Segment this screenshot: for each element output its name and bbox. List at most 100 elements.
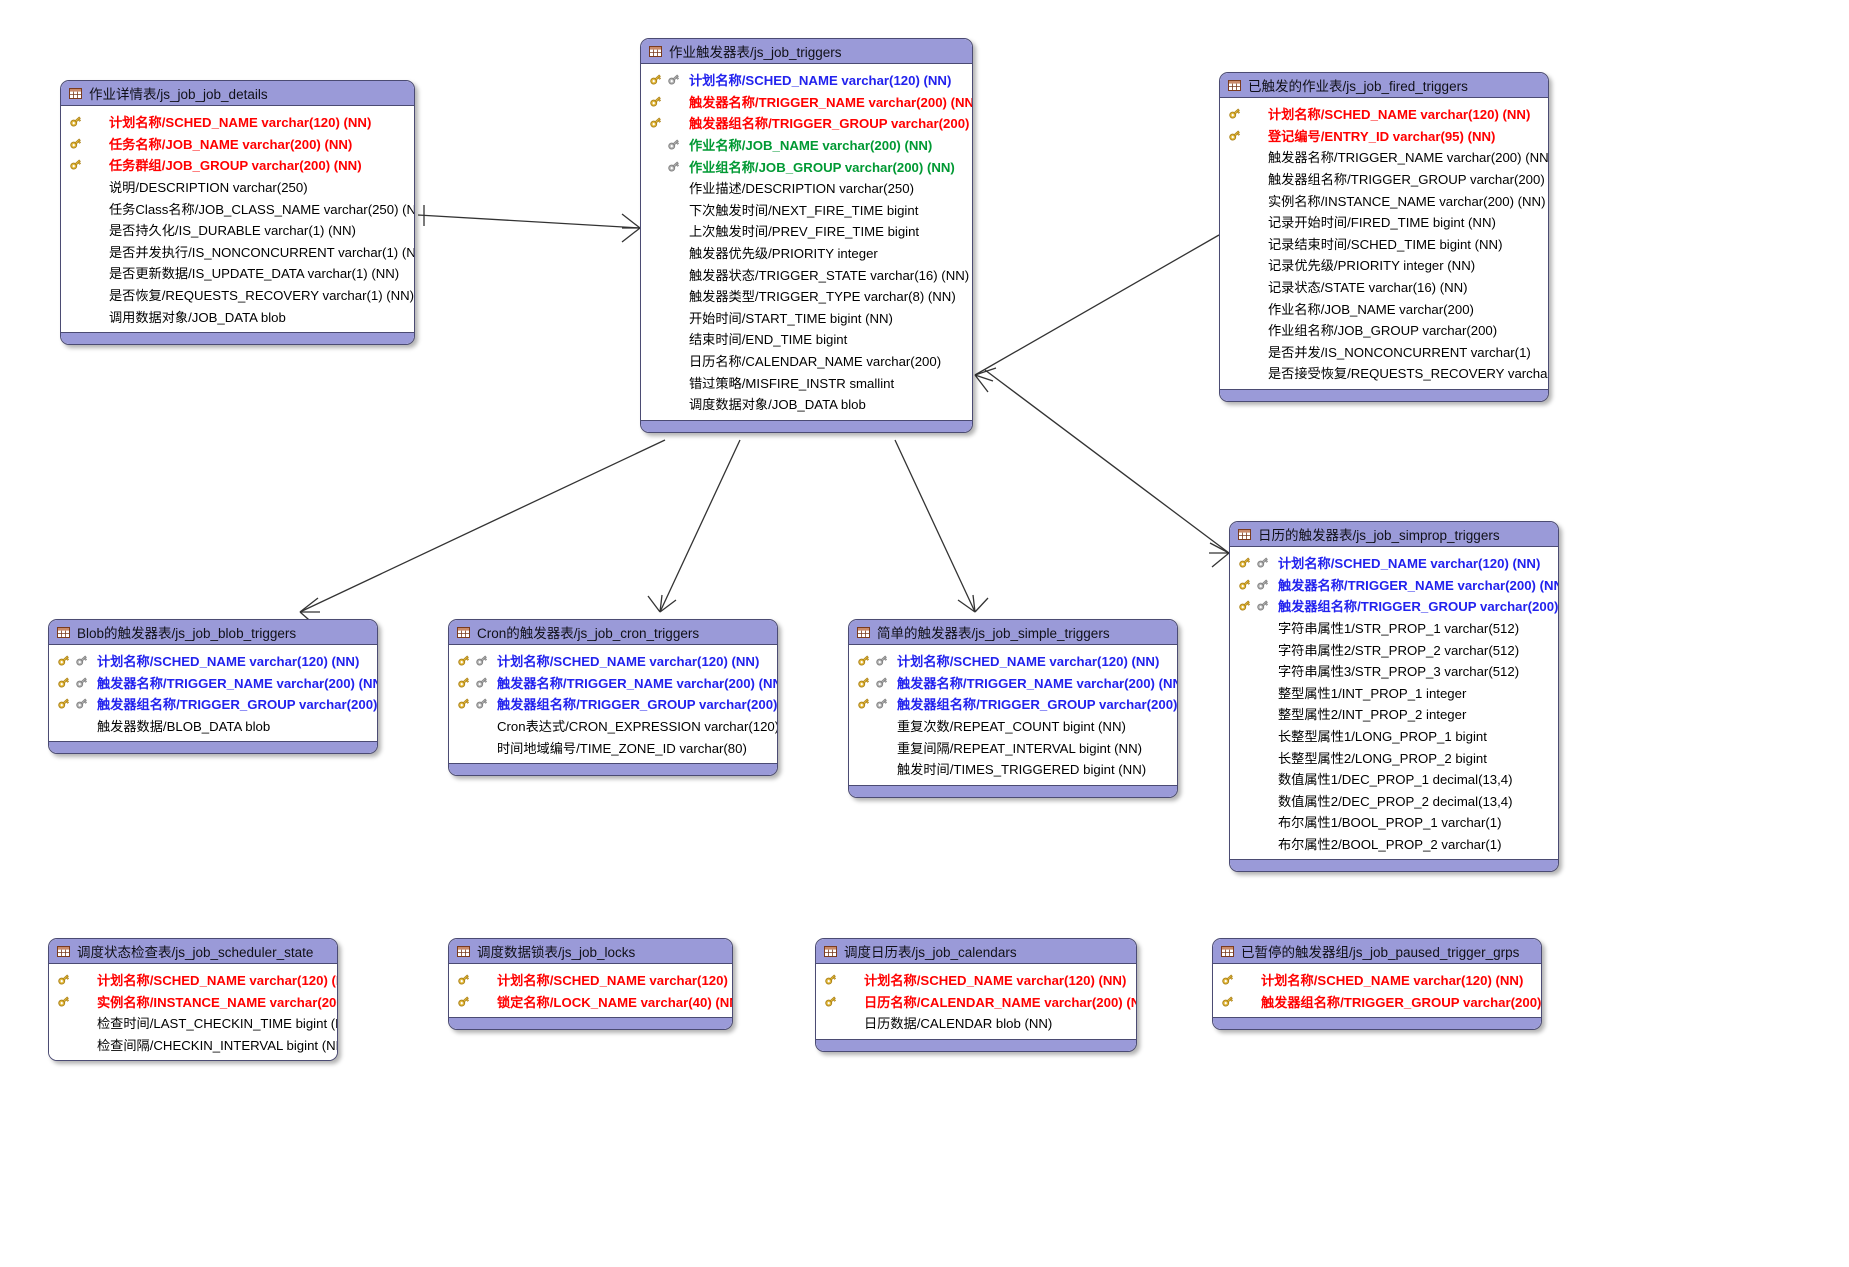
attribute-row[interactable]: 日历名称/CALENDAR_NAME varchar(200) (NN) bbox=[816, 991, 1136, 1013]
attribute-row[interactable]: 计划名称/SCHED_NAME varchar(120) (NN) bbox=[1220, 103, 1548, 125]
attribute-row[interactable]: 计划名称/SCHED_NAME varchar(120) (NN) bbox=[1213, 969, 1541, 991]
attribute-row[interactable]: 触发器组名称/TRIGGER_GROUP varchar(200) (NN) bbox=[849, 693, 1177, 715]
attribute-row[interactable]: 触发器组名称/TRIGGER_GROUP varchar(200) (NN) bbox=[641, 112, 972, 134]
entity-header-paused_trigger_grps[interactable]: 已暂停的触发器组/js_job_paused_trigger_grps bbox=[1213, 939, 1541, 964]
attribute-row[interactable]: 记录结束时间/SCHED_TIME bigint (NN) bbox=[1220, 233, 1548, 255]
attribute-row[interactable]: 布尔属性2/BOOL_PROP_2 varchar(1) bbox=[1230, 833, 1558, 855]
attribute-row[interactable]: 说明/DESCRIPTION varchar(250) bbox=[61, 176, 414, 198]
entity-job_triggers[interactable]: 作业触发器表/js_job_triggers 计划名称/SCHED_NAME va… bbox=[640, 38, 973, 433]
attribute-row[interactable]: 是否并发/IS_NONCONCURRENT varchar(1) bbox=[1220, 341, 1548, 363]
attribute-row[interactable]: 计划名称/SCHED_NAME varchar(120) (NN) bbox=[449, 969, 732, 991]
attribute-row[interactable]: 作业组名称/JOB_GROUP varchar(200) bbox=[1220, 319, 1548, 341]
attribute-row[interactable]: 作业名称/JOB_NAME varchar(200) bbox=[1220, 297, 1548, 319]
attribute-row[interactable]: 触发器名称/TRIGGER_NAME varchar(200) (NN) bbox=[49, 672, 377, 694]
attribute-row[interactable]: 日历名称/CALENDAR_NAME varchar(200) bbox=[641, 350, 972, 372]
attribute-row[interactable]: 数值属性2/DEC_PROP_2 decimal(13,4) bbox=[1230, 790, 1558, 812]
attribute-row[interactable]: 触发器优先级/PRIORITY integer bbox=[641, 242, 972, 264]
entity-simple_triggers[interactable]: 简单的触发器表/js_job_simple_triggers 计划名称/SCHED… bbox=[848, 619, 1178, 798]
attribute-row[interactable]: 下次触发时间/NEXT_FIRE_TIME bigint bbox=[641, 199, 972, 221]
attribute-row[interactable]: 触发器数据/BLOB_DATA blob bbox=[49, 715, 377, 737]
attribute-row[interactable]: 触发器组名称/TRIGGER_GROUP varchar(200) (NN) bbox=[1230, 595, 1558, 617]
attribute-row[interactable]: 字符串属性1/STR_PROP_1 varchar(512) bbox=[1230, 617, 1558, 639]
entity-header-simple_triggers[interactable]: 简单的触发器表/js_job_simple_triggers bbox=[849, 620, 1177, 645]
attribute-row[interactable]: 实例名称/INSTANCE_NAME varchar(200) (NN) bbox=[1220, 189, 1548, 211]
attribute-row[interactable]: 触发器组名称/TRIGGER_GROUP varchar(200) (NN) bbox=[1220, 168, 1548, 190]
attribute-row[interactable]: 字符串属性2/STR_PROP_2 varchar(512) bbox=[1230, 638, 1558, 660]
attribute-row[interactable]: 作业名称/JOB_NAME varchar(200) (NN) bbox=[641, 134, 972, 156]
entity-header-simprop_triggers[interactable]: 日历的触发器表/js_job_simprop_triggers bbox=[1230, 522, 1558, 547]
attribute-row[interactable]: 整型属性2/INT_PROP_2 integer bbox=[1230, 703, 1558, 725]
entity-job_details[interactable]: 作业详情表/js_job_job_details 计划名称/SCHED_NAME … bbox=[60, 80, 415, 345]
entity-blob_triggers[interactable]: Blob的触发器表/js_job_blob_triggers 计划名称/SCHED… bbox=[48, 619, 378, 755]
entity-paused_trigger_grps[interactable]: 已暂停的触发器组/js_job_paused_trigger_grps 计划名称/… bbox=[1212, 938, 1542, 1031]
attribute-row[interactable]: 数值属性1/DEC_PROP_1 decimal(13,4) bbox=[1230, 768, 1558, 790]
attribute-row[interactable]: 是否并发执行/IS_NONCONCURRENT varchar(1) (NN) bbox=[61, 241, 414, 263]
attribute-row[interactable]: 计划名称/SCHED_NAME varchar(120) (NN) bbox=[61, 111, 414, 133]
attribute-row[interactable]: 记录状态/STATE varchar(16) (NN) bbox=[1220, 276, 1548, 298]
attribute-row[interactable]: 触发器名称/TRIGGER_NAME varchar(200) (NN) bbox=[449, 672, 777, 694]
attribute-row[interactable]: 错过策略/MISFIRE_INSTR smallint bbox=[641, 371, 972, 393]
attribute-row[interactable]: 是否更新数据/IS_UPDATE_DATA varchar(1) (NN) bbox=[61, 262, 414, 284]
attribute-row[interactable]: 作业描述/DESCRIPTION varchar(250) bbox=[641, 177, 972, 199]
entity-scheduler_state[interactable]: 调度状态检查表/js_job_scheduler_state 计划名称/SCHED… bbox=[48, 938, 338, 1062]
attribute-row[interactable]: 触发时间/TIMES_TRIGGERED bigint (NN) bbox=[849, 758, 1177, 780]
attribute-row[interactable]: 上次触发时间/PREV_FIRE_TIME bigint bbox=[641, 220, 972, 242]
entity-header-fired_triggers[interactable]: 已触发的作业表/js_job_fired_triggers bbox=[1220, 73, 1548, 98]
attribute-row[interactable]: 是否持久化/IS_DURABLE varchar(1) (NN) bbox=[61, 219, 414, 241]
attribute-row[interactable]: 触发器名称/TRIGGER_NAME varchar(200) (NN) bbox=[1230, 574, 1558, 596]
attribute-row[interactable]: 触发器名称/TRIGGER_NAME varchar(200) (NN) bbox=[1220, 146, 1548, 168]
entity-header-scheduler_state[interactable]: 调度状态检查表/js_job_scheduler_state bbox=[49, 939, 337, 964]
attribute-row[interactable]: 记录开始时间/FIRED_TIME bigint (NN) bbox=[1220, 211, 1548, 233]
attribute-row[interactable]: 重复次数/REPEAT_COUNT bigint (NN) bbox=[849, 715, 1177, 737]
entity-header-cron_triggers[interactable]: Cron的触发器表/js_job_cron_triggers bbox=[449, 620, 777, 645]
entity-header-calendars[interactable]: 调度日历表/js_job_calendars bbox=[816, 939, 1136, 964]
attribute-row[interactable]: 计划名称/SCHED_NAME varchar(120) (NN) bbox=[49, 650, 377, 672]
attribute-row[interactable]: 整型属性1/INT_PROP_1 integer bbox=[1230, 682, 1558, 704]
attribute-row[interactable]: 计划名称/SCHED_NAME varchar(120) (NN) bbox=[816, 969, 1136, 991]
entity-simprop_triggers[interactable]: 日历的触发器表/js_job_simprop_triggers 计划名称/SCHE… bbox=[1229, 521, 1559, 873]
attribute-row[interactable]: 记录优先级/PRIORITY integer (NN) bbox=[1220, 254, 1548, 276]
attribute-row[interactable]: 任务群组/JOB_GROUP varchar(200) (NN) bbox=[61, 154, 414, 176]
attribute-row[interactable]: 触发器状态/TRIGGER_STATE varchar(16) (NN) bbox=[641, 263, 972, 285]
attribute-row[interactable]: 触发器组名称/TRIGGER_GROUP varchar(200) (NN) bbox=[1213, 991, 1541, 1013]
attribute-row[interactable]: 任务Class名称/JOB_CLASS_NAME varchar(250) (N… bbox=[61, 197, 414, 219]
attribute-row[interactable]: 调用数据对象/JOB_DATA blob bbox=[61, 305, 414, 327]
attribute-row[interactable]: 作业组名称/JOB_GROUP varchar(200) (NN) bbox=[641, 155, 972, 177]
attribute-row[interactable]: 计划名称/SCHED_NAME varchar(120) (NN) bbox=[849, 650, 1177, 672]
attribute-row[interactable]: 检查间隔/CHECKIN_INTERVAL bigint (NN) bbox=[49, 1034, 337, 1056]
attribute-row[interactable]: 触发器名称/TRIGGER_NAME varchar(200) (NN) bbox=[641, 91, 972, 113]
attribute-row[interactable]: 登记编号/ENTRY_ID varchar(95) (NN) bbox=[1220, 125, 1548, 147]
entity-calendars[interactable]: 调度日历表/js_job_calendars 计划名称/SCHED_NAME va… bbox=[815, 938, 1137, 1052]
attribute-row[interactable]: 长整型属性2/LONG_PROP_2 bigint bbox=[1230, 746, 1558, 768]
entity-header-job_details[interactable]: 作业详情表/js_job_job_details bbox=[61, 81, 414, 106]
attribute-row[interactable]: 布尔属性1/BOOL_PROP_1 varchar(1) bbox=[1230, 811, 1558, 833]
attribute-row[interactable]: 长整型属性1/LONG_PROP_1 bigint bbox=[1230, 725, 1558, 747]
entity-fired_triggers[interactable]: 已触发的作业表/js_job_fired_triggers 计划名称/SCHED_… bbox=[1219, 72, 1549, 402]
entity-cron_triggers[interactable]: Cron的触发器表/js_job_cron_triggers 计划名称/SCHED… bbox=[448, 619, 778, 776]
attribute-row[interactable]: 日历数据/CALENDAR blob (NN) bbox=[816, 1012, 1136, 1034]
attribute-row[interactable]: 计划名称/SCHED_NAME varchar(120) (NN) bbox=[449, 650, 777, 672]
entity-header-blob_triggers[interactable]: Blob的触发器表/js_job_blob_triggers bbox=[49, 620, 377, 645]
attribute-row[interactable]: 计划名称/SCHED_NAME varchar(120) (NN) bbox=[641, 69, 972, 91]
entity-locks[interactable]: 调度数据锁表/js_job_locks 计划名称/SCHED_NAME varch… bbox=[448, 938, 733, 1031]
entity-header-locks[interactable]: 调度数据锁表/js_job_locks bbox=[449, 939, 732, 964]
attribute-row[interactable]: 触发器名称/TRIGGER_NAME varchar(200) (NN) bbox=[849, 672, 1177, 694]
attribute-row[interactable]: 重复间隔/REPEAT_INTERVAL bigint (NN) bbox=[849, 736, 1177, 758]
attribute-row[interactable]: 触发器组名称/TRIGGER_GROUP varchar(200) (NN) bbox=[449, 693, 777, 715]
attribute-row[interactable]: 开始时间/START_TIME bigint (NN) bbox=[641, 307, 972, 329]
attribute-row[interactable]: 触发器类型/TRIGGER_TYPE varchar(8) (NN) bbox=[641, 285, 972, 307]
attribute-row[interactable]: 检查时间/LAST_CHECKIN_TIME bigint (NN) bbox=[49, 1012, 337, 1034]
attribute-row[interactable]: 任务名称/JOB_NAME varchar(200) (NN) bbox=[61, 133, 414, 155]
attribute-row[interactable]: 实例名称/INSTANCE_NAME varchar(200) (NN) bbox=[49, 991, 337, 1013]
attribute-row[interactable]: 时间地域编号/TIME_ZONE_ID varchar(80) bbox=[449, 736, 777, 758]
attribute-row[interactable]: 锁定名称/LOCK_NAME varchar(40) (NN) bbox=[449, 991, 732, 1013]
attribute-row[interactable]: 字符串属性3/STR_PROP_3 varchar(512) bbox=[1230, 660, 1558, 682]
attribute-row[interactable]: 触发器组名称/TRIGGER_GROUP varchar(200) (NN) bbox=[49, 693, 377, 715]
attribute-row[interactable]: 是否恢复/REQUESTS_RECOVERY varchar(1) (NN) bbox=[61, 284, 414, 306]
attribute-row[interactable]: 计划名称/SCHED_NAME varchar(120) (NN) bbox=[1230, 552, 1558, 574]
attribute-row[interactable]: Cron表达式/CRON_EXPRESSION varchar(120) (NN… bbox=[449, 715, 777, 737]
attribute-row[interactable]: 计划名称/SCHED_NAME varchar(120) (NN) bbox=[49, 969, 337, 991]
entity-header-job_triggers[interactable]: 作业触发器表/js_job_triggers bbox=[641, 39, 972, 64]
attribute-row[interactable]: 是否接受恢复/REQUESTS_RECOVERY varchar(1) bbox=[1220, 362, 1548, 384]
attribute-row[interactable]: 调度数据对象/JOB_DATA blob bbox=[641, 393, 972, 415]
